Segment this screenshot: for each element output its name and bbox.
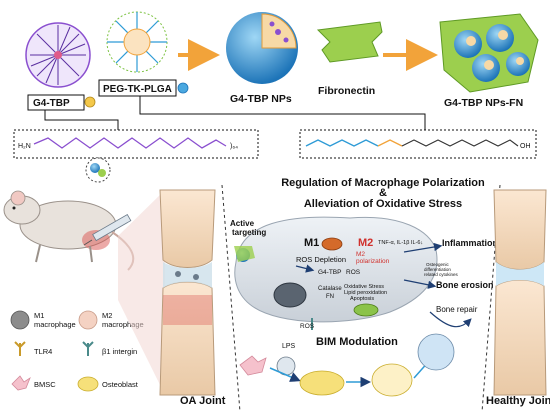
legend-b1-integrin: β1 intergin [102, 347, 137, 356]
osteogenic-l2: differentiation [424, 267, 451, 272]
m2-macrophage-cell: M2 M2 polarization [356, 237, 390, 265]
osteoblast-icon [77, 376, 99, 392]
peg-tk-plga-label-box [98, 79, 177, 97]
fibronectin-icon [316, 21, 383, 63]
polymer-icon [177, 82, 189, 94]
osteogenic-l1: Osteogenic [426, 262, 450, 267]
legend-tlr4: TLR4 [34, 347, 52, 356]
arrow-diff-1 [269, 367, 301, 382]
b1-integrin-icon [82, 341, 94, 356]
g4-tbp-small-label: G4-TBP [318, 269, 341, 276]
formula-left-start: H₂N [18, 143, 31, 150]
bmsc-cell-icon [239, 355, 267, 376]
formula-peg-chain [305, 139, 379, 147]
bmsc-icon [11, 375, 31, 391]
center-title-line1: Regulation of Macrophage Polarization [281, 177, 485, 189]
lps-label: LPS [282, 343, 296, 350]
peg-tk-plga-formula-box [299, 129, 537, 159]
g4-tbp-nps-icon [226, 12, 298, 84]
np-binding-icon [234, 246, 255, 262]
fn-small-label: FN [326, 294, 334, 300]
oxidative-stress-l1: Oxidative Stress [344, 284, 384, 290]
oxidative-stress-l3: Apoptosis [350, 296, 374, 302]
osteogenic-l3: related cytokines [424, 272, 459, 277]
healthy-joint-label: Healthy Joint [486, 395, 550, 407]
center-title-amp: & [379, 187, 387, 199]
osteoblast-cell-icon [299, 370, 345, 396]
ros-label: ROS [346, 269, 361, 276]
healthy-joint-illustration [493, 189, 547, 396]
cytokines-label: TNF-α, IL-1β IL-6↓ [378, 240, 423, 246]
mineral-nodule-icon [371, 363, 413, 397]
formula-right-end: OH [520, 143, 531, 150]
connector-left [44, 110, 119, 130]
legend-osteoblast: Osteoblast [102, 380, 139, 389]
mitochondria-icon [353, 303, 379, 317]
g4-tbp-nps-fn-icon [439, 13, 539, 93]
oa-joint-illustration [159, 189, 216, 396]
formula-plga-chain [401, 139, 519, 147]
nucleus-icon [273, 282, 307, 308]
m2-macrophage-icon [78, 310, 98, 330]
divider-left [221, 184, 241, 413]
zoom-wedge [118, 190, 165, 395]
m2-polarization-label-2: polarization [356, 258, 390, 265]
active-targeting-label-l2: targeting [232, 228, 266, 237]
arrow-bone-repair [429, 311, 472, 328]
formula-left-end: )₆₄ [230, 143, 238, 150]
arrow-bone-erosion [403, 279, 437, 289]
inflammation-label: Inflammation [442, 238, 498, 248]
g4-tbp-label: G4-TBP [33, 98, 70, 109]
peg-tk-plga-label: PEG-TK-PLGA [103, 84, 172, 95]
bone-repair-label: Bone repair [436, 305, 478, 314]
tbp-molecule-icon [84, 96, 96, 108]
bone-erosion-label: Bone erosion [436, 280, 494, 290]
formula-left-chain [33, 137, 227, 149]
arrow-ros-depletion [295, 264, 315, 273]
arrow-inflammation [403, 242, 443, 253]
formula-tk-chain [377, 139, 403, 147]
m1-macrophage-cell: M1 [304, 237, 343, 251]
nps-zoom-bubble [85, 157, 111, 183]
g4-tbp-nps-label: G4-TBP NPs [230, 93, 292, 105]
m2-polarization-label: M2 [356, 251, 365, 258]
ros-depletion-label: ROS Depletion [296, 255, 346, 264]
oxidative-stress-l2: Lipid peroxidation [344, 290, 387, 296]
ros-bottom-label: ROS [300, 323, 315, 330]
oa-joint-label: OA Joint [180, 395, 226, 407]
bone-matrix-icon [417, 333, 455, 371]
g4-tbp-label-box [27, 94, 85, 111]
connector-right [139, 96, 426, 130]
tlr4-icon [14, 341, 26, 356]
m1-label: M1 [304, 237, 319, 249]
m2-label: M2 [358, 237, 373, 249]
catalase-label: Catalase [318, 286, 342, 292]
g4-tbp-dendrimer-icon [25, 22, 91, 88]
active-targeting-label-l1: Active [230, 219, 255, 228]
differentiation-row [239, 333, 455, 397]
fibronectin-label: Fibronectin [318, 85, 375, 97]
syringe-icon [83, 213, 132, 246]
g4-tbp-formula-box [13, 129, 259, 159]
bim-modulation-label: BIM Modulation [316, 336, 398, 348]
center-title-line2: Alleviation of Oxidative Stress [304, 198, 462, 210]
legend-bmsc: BMSC [34, 380, 56, 389]
peg-tk-plga-micelle-icon [106, 11, 168, 73]
m1-macrophage-icon [10, 310, 30, 330]
g4-tbp-nps-fn-label: G4-TBP NPs-FN [444, 97, 523, 109]
